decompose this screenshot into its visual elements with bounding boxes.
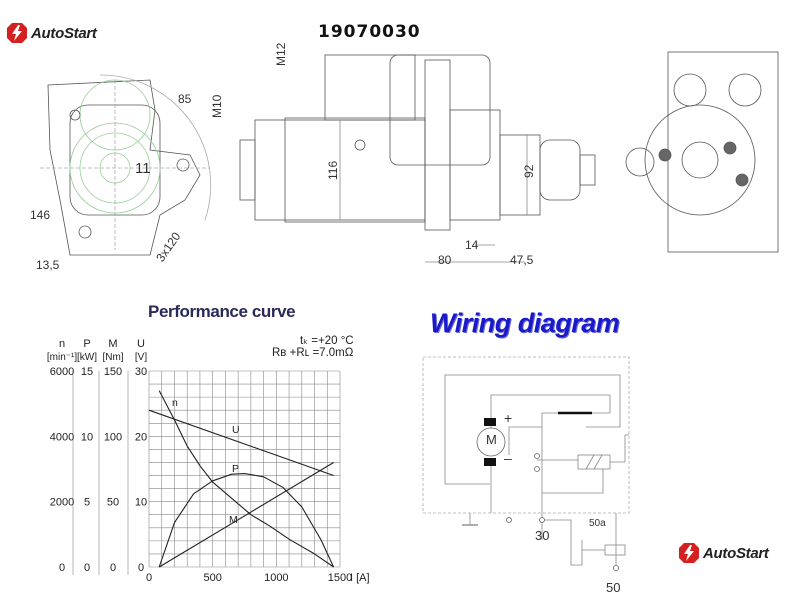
- axis-symbol-P: P: [83, 338, 90, 350]
- dim-80: 80: [438, 253, 452, 267]
- performance-title: Performance curve: [148, 302, 296, 321]
- relay-coil: [604, 544, 626, 556]
- side-view: [239, 54, 596, 263]
- solenoid-coil: [577, 454, 611, 470]
- dim-13-5: 13,5: [36, 258, 60, 272]
- dim-92: 92: [522, 164, 536, 178]
- motor-symbol: [476, 418, 506, 466]
- x-tick-label: 1000: [264, 572, 288, 584]
- axis-tick-label: 20: [135, 431, 147, 443]
- series-label-U: U: [232, 424, 240, 436]
- wiring-diagram: [422, 356, 630, 571]
- starter-boundary: [422, 356, 630, 514]
- autostart-logo-bottom: AutoStart: [678, 542, 769, 564]
- axis-tick-label: 2000: [50, 497, 74, 509]
- axis-tick-label: 30: [135, 366, 147, 378]
- dim-14: 14: [465, 238, 479, 252]
- series-line-M: [158, 462, 334, 568]
- autostart-logo: AutoStart: [6, 22, 97, 44]
- axis-unit-P: [kW]: [77, 352, 97, 363]
- front-view: [40, 74, 212, 256]
- axis-tick-label: 6000: [50, 366, 74, 378]
- axis-tick-label: 15: [81, 366, 93, 378]
- dim-11: 11: [135, 160, 151, 177]
- wire-field: [444, 374, 621, 485]
- axis-tick-label: 4000: [50, 431, 74, 443]
- series-label-P: P: [232, 463, 239, 475]
- dim-85: 85: [178, 92, 192, 106]
- motor-minus: –: [504, 450, 512, 466]
- axis-tick-label: 0: [138, 562, 144, 574]
- axis-symbol-M: M: [108, 338, 117, 350]
- condition-temperature: tₖ =+20 °C: [300, 335, 354, 347]
- x-tick-label: 500: [203, 572, 221, 584]
- dim-146: 146: [30, 208, 51, 222]
- x-tick-label: 1500: [328, 572, 352, 584]
- axis-unit-n: [min⁻¹]: [47, 352, 78, 363]
- axis-unit-M: [Nm]: [102, 352, 123, 363]
- logo-text: AutoStart: [703, 544, 769, 562]
- logo-text: AutoStart: [31, 24, 97, 42]
- performance-chart: n[min⁻¹]6000400020000P[kW]151050M[Nm]150…: [47, 338, 370, 584]
- series-line-U: [148, 409, 334, 477]
- motor-plus: +: [504, 410, 513, 426]
- series-line-P: [158, 473, 335, 568]
- autostart-logo-icon: [7, 23, 27, 43]
- x-axis-label: I [A]: [350, 572, 370, 584]
- axis-tick-label: 0: [84, 562, 90, 574]
- axis-tick-label: 0: [110, 562, 116, 574]
- terminal-30: 30: [535, 528, 550, 543]
- autostart-logo-icon: [679, 543, 699, 563]
- terminal-50: 50: [606, 580, 621, 595]
- axis-tick-label: 0: [59, 562, 65, 574]
- axis-tick-label: 10: [135, 497, 147, 509]
- series-label-M: M: [229, 514, 238, 526]
- axis-symbol-n: n: [59, 338, 65, 350]
- axis-symbol-U: U: [137, 338, 145, 350]
- part-number: 19070030: [318, 22, 421, 42]
- axis-tick-label: 50: [107, 497, 119, 509]
- motor-label: M: [486, 432, 497, 447]
- series-label-n: n: [172, 397, 178, 409]
- series-line-n: [158, 390, 334, 568]
- end-view: [625, 51, 779, 253]
- axis-tick-label: 5: [84, 497, 90, 509]
- axis-tick-label: 10: [81, 431, 93, 443]
- axis-tick-label: 100: [104, 431, 122, 443]
- condition-resistance: Rʙ +Rʟ =7.0mΩ: [272, 347, 354, 359]
- axis-tick-label: 150: [104, 366, 122, 378]
- terminal-50a: 50a: [589, 518, 606, 529]
- axis-unit-U: [V]: [135, 352, 147, 363]
- wiring-title: Wiring diagram: [430, 308, 620, 338]
- x-tick-label: 0: [146, 572, 152, 584]
- starter-technical-drawing: [40, 51, 779, 263]
- dim-47-5: 47,5: [510, 253, 534, 267]
